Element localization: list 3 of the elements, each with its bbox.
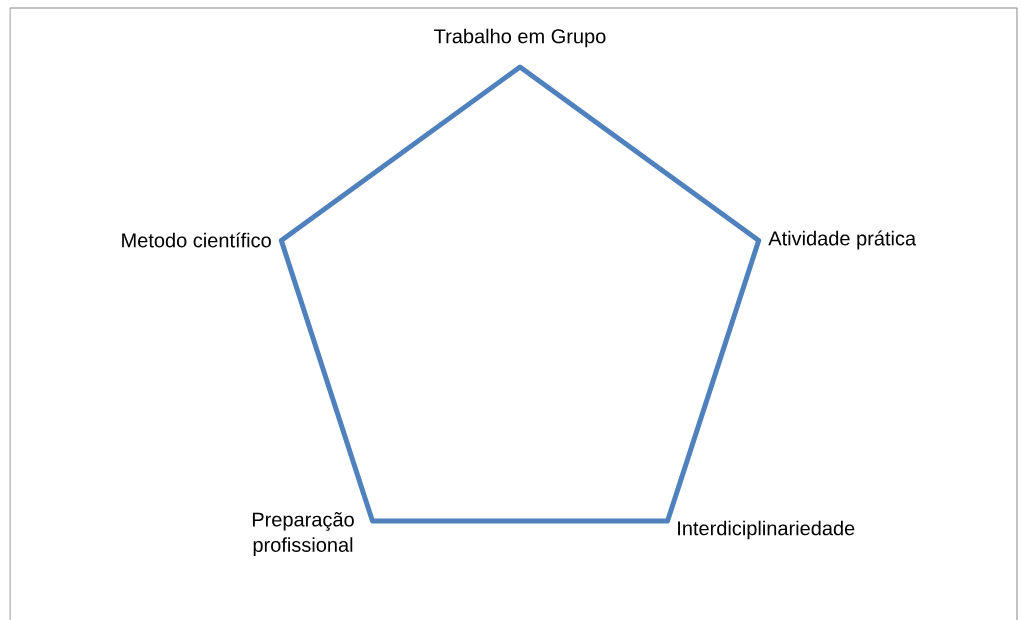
axis-label: Preparação profissional <box>252 512 354 556</box>
axis-label: Interdiciplinariedade <box>678 520 855 540</box>
axis-label: Trabalho em Grupo <box>434 28 606 48</box>
